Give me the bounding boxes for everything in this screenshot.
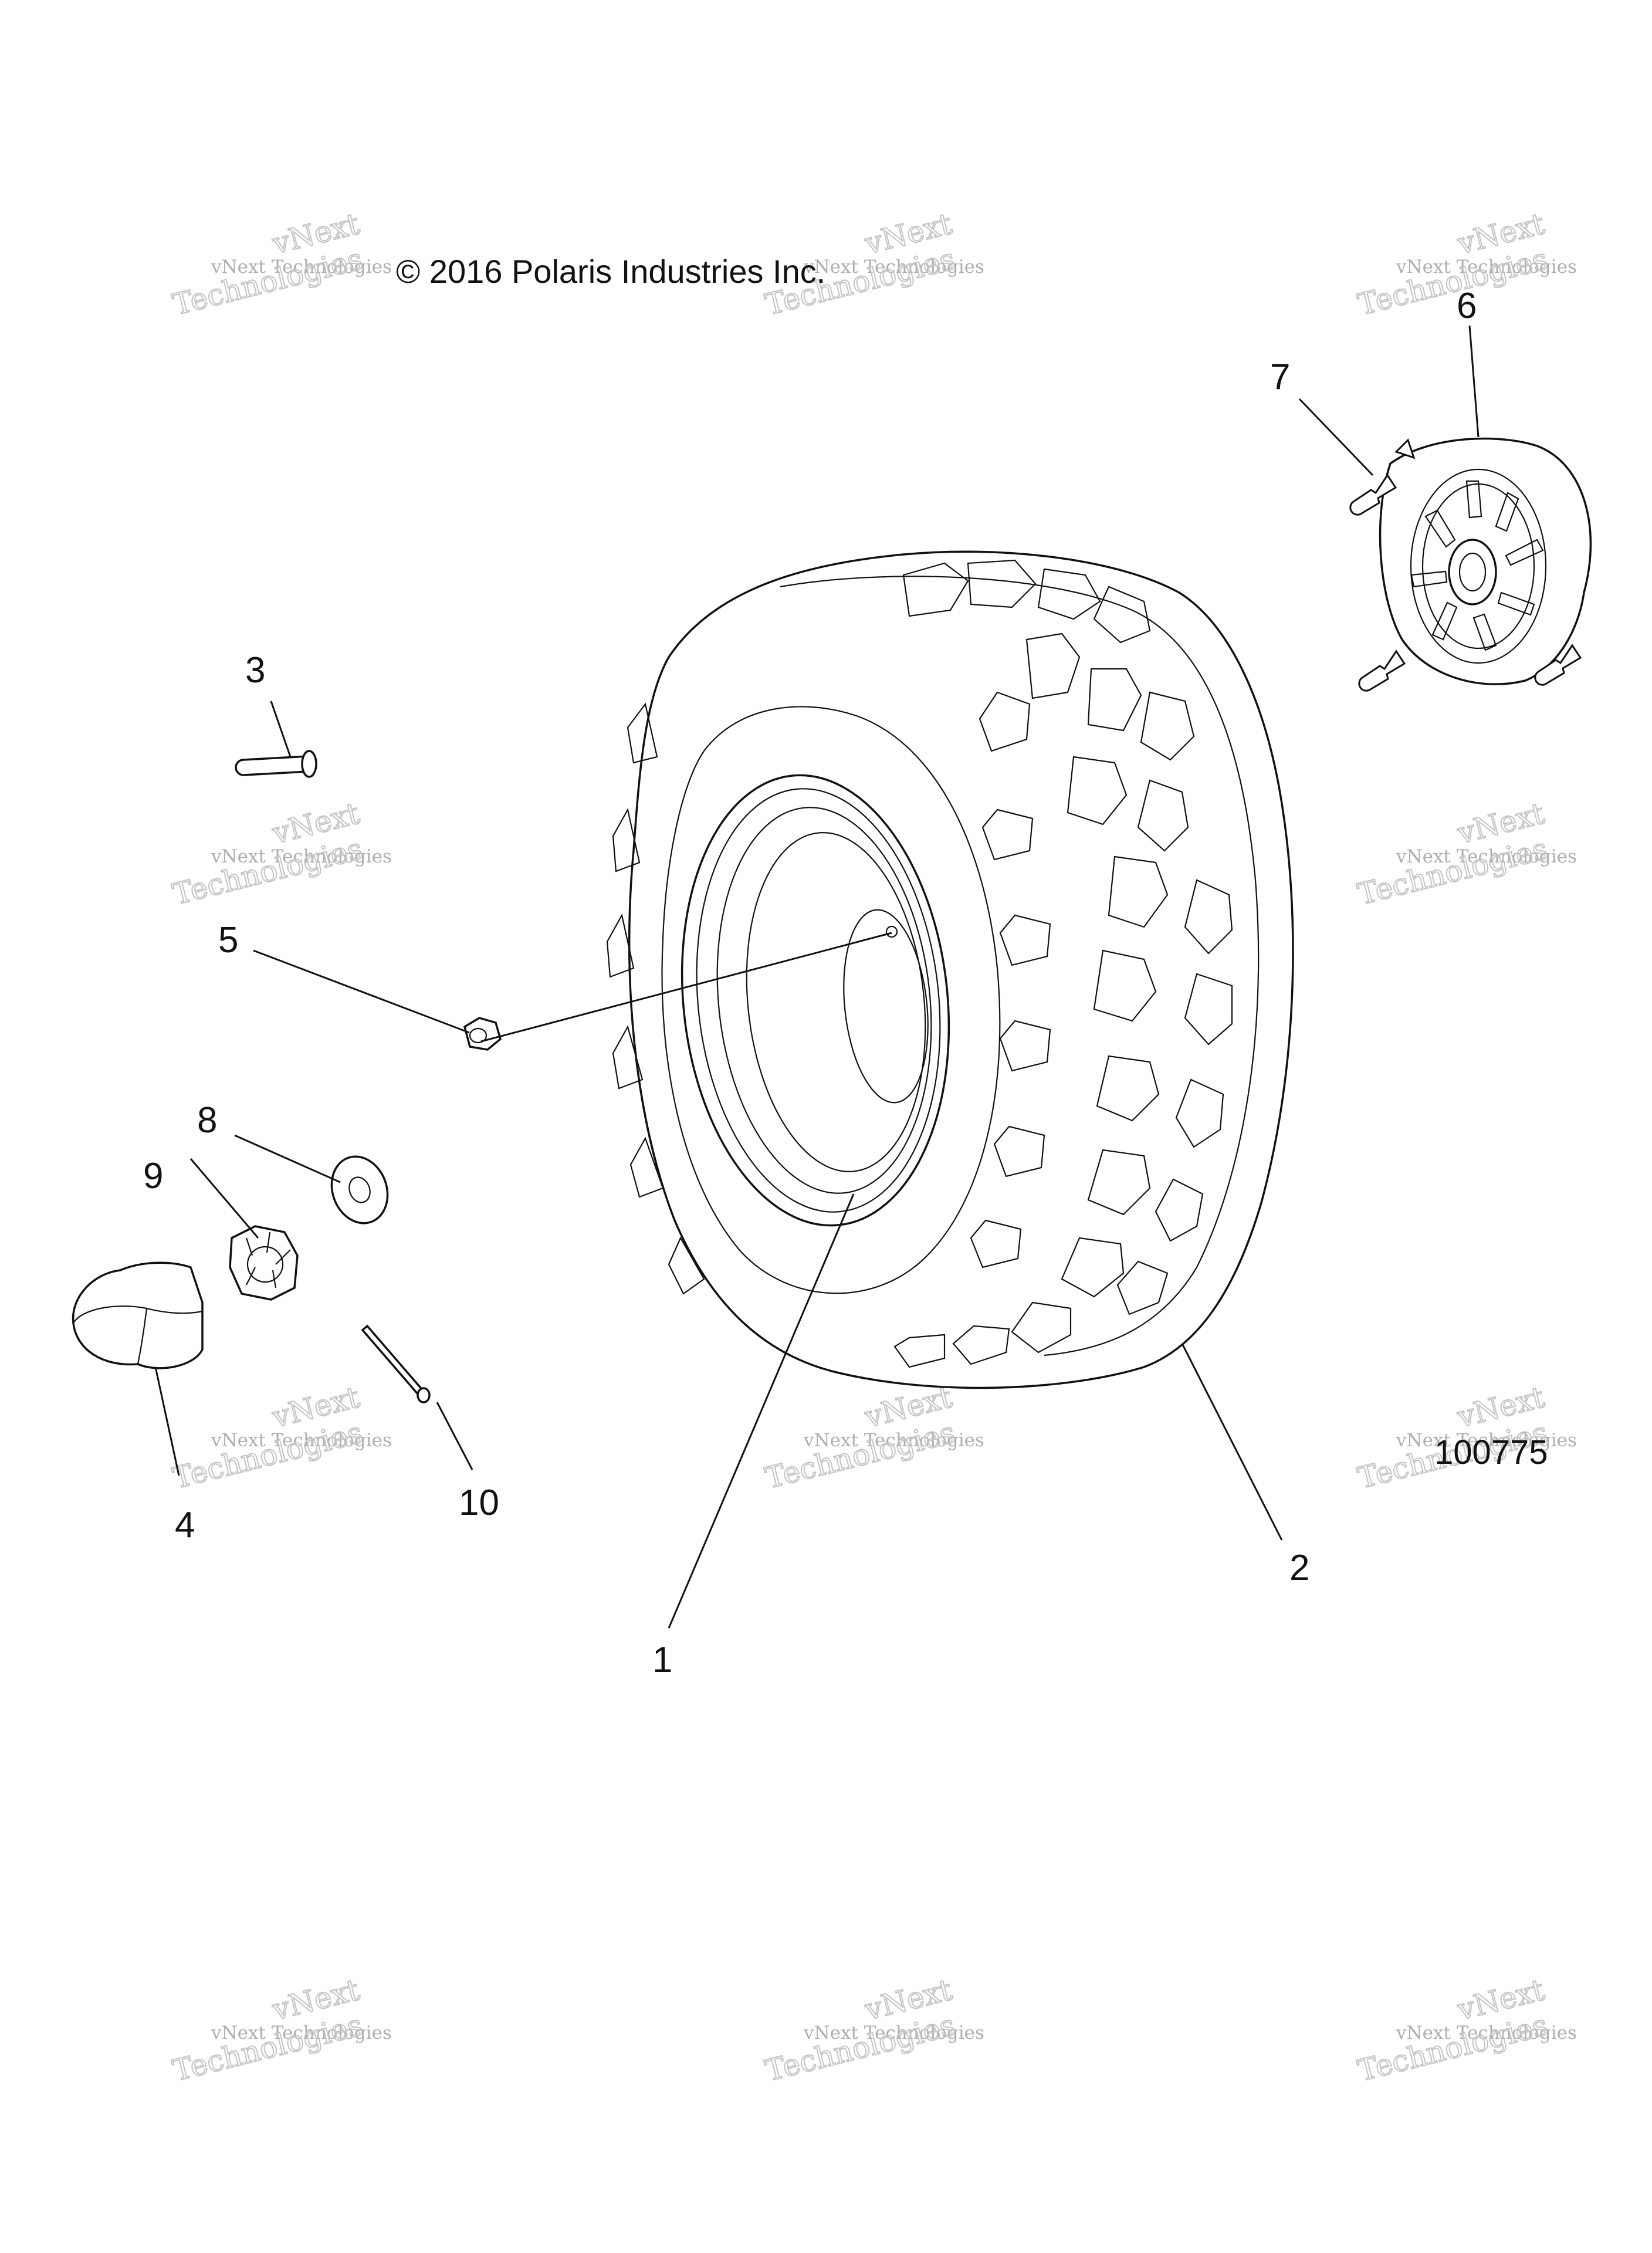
figure-number: 100775: [1434, 1433, 1548, 1471]
cotter-pin: [361, 1324, 431, 1403]
dust-cap: [72, 1261, 204, 1369]
callout-4: 4: [175, 1505, 195, 1545]
callout-2: 2: [1289, 1548, 1309, 1588]
callout-6: 6: [1457, 286, 1477, 326]
callout-10: 10: [459, 1483, 499, 1523]
callout-1: 1: [652, 1640, 672, 1680]
wheel-stud: [1349, 438, 1582, 692]
wheel-rim: [681, 774, 950, 1227]
callout-3: 3: [245, 650, 265, 691]
callout-8: 8: [197, 1100, 217, 1141]
washer: [330, 1155, 389, 1224]
wheel-hub: [1349, 437, 1592, 692]
callout-7: 7: [1270, 357, 1290, 397]
castle-nut: [229, 1225, 299, 1301]
callout-5: 5: [218, 920, 238, 960]
callout-9: 9: [143, 1156, 163, 1196]
leader-lines: [154, 325, 1480, 1629]
flange-nut: [463, 1017, 502, 1051]
callout-labels: 3 5 8 9 4 10 1 2 7 6: [143, 286, 1477, 1680]
pin: [235, 750, 317, 778]
copyright-text: © 2016 Polaris Industries Inc.: [396, 253, 825, 290]
